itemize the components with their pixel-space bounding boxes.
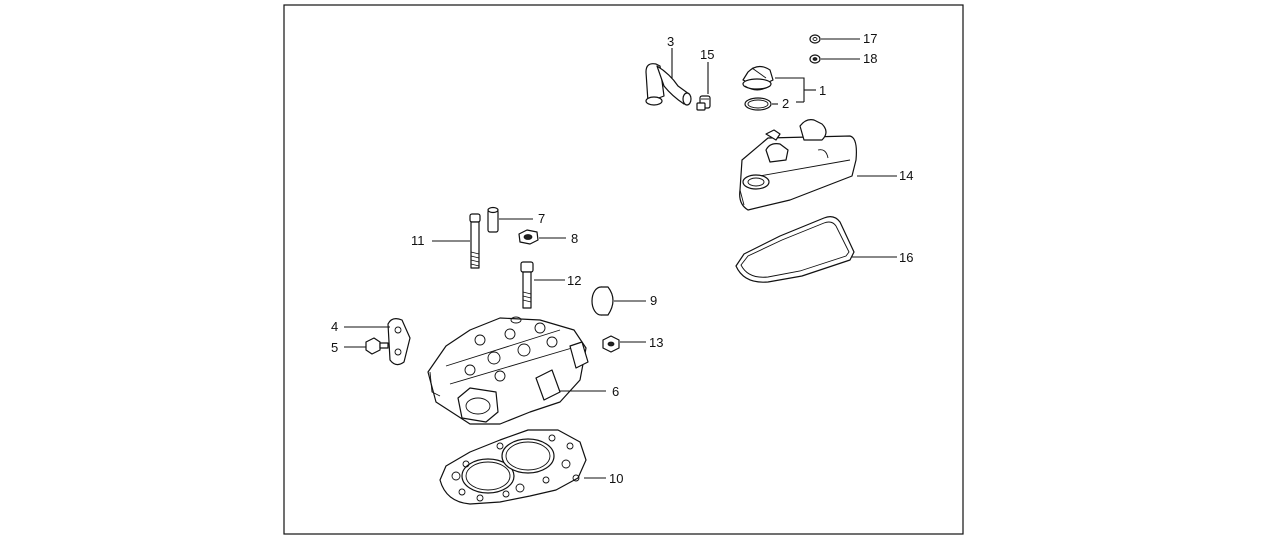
part-4-lifting-bracket xyxy=(387,318,411,366)
part-12-head-bolt xyxy=(520,261,534,309)
part-1-filler-cap xyxy=(742,65,774,91)
callout-4: 4 xyxy=(331,319,338,334)
part-18-washer xyxy=(809,54,821,64)
diagram-frame xyxy=(283,4,964,535)
part-9-plug xyxy=(591,286,614,316)
part-7-sleeve xyxy=(487,206,499,233)
part-13-nut xyxy=(602,335,620,353)
part-15-hose-fitting xyxy=(696,95,711,111)
callout-6: 6 xyxy=(612,384,619,399)
callout-9: 9 xyxy=(650,293,657,308)
part-10-head-gasket xyxy=(439,429,587,505)
callout-3: 3 xyxy=(667,34,674,49)
part-6-cylinder-head xyxy=(427,316,589,425)
callout-16: 16 xyxy=(899,250,913,265)
callout-17: 17 xyxy=(863,31,877,46)
part-3-breather-hose xyxy=(645,63,692,106)
part-2-o-ring xyxy=(744,97,772,111)
callout-15: 15 xyxy=(700,47,714,62)
part-17-nut xyxy=(809,34,821,44)
part-5-bolt xyxy=(365,337,389,355)
part-8-nut xyxy=(518,229,539,245)
callout-1: 1 xyxy=(819,83,826,98)
callout-8: 8 xyxy=(571,231,578,246)
part-14-valve-cover xyxy=(739,119,857,211)
part-16-cover-gasket xyxy=(735,216,855,283)
callout-18: 18 xyxy=(863,51,877,66)
callout-11: 11 xyxy=(411,233,425,248)
callout-12: 12 xyxy=(567,273,581,288)
part-11-stud-bolt xyxy=(469,213,481,269)
callout-14: 14 xyxy=(899,168,913,183)
callout-13: 13 xyxy=(649,335,663,350)
callout-2: 2 xyxy=(782,96,789,111)
callout-7: 7 xyxy=(538,211,545,226)
callout-10: 10 xyxy=(609,471,623,486)
callout-5: 5 xyxy=(331,340,338,355)
